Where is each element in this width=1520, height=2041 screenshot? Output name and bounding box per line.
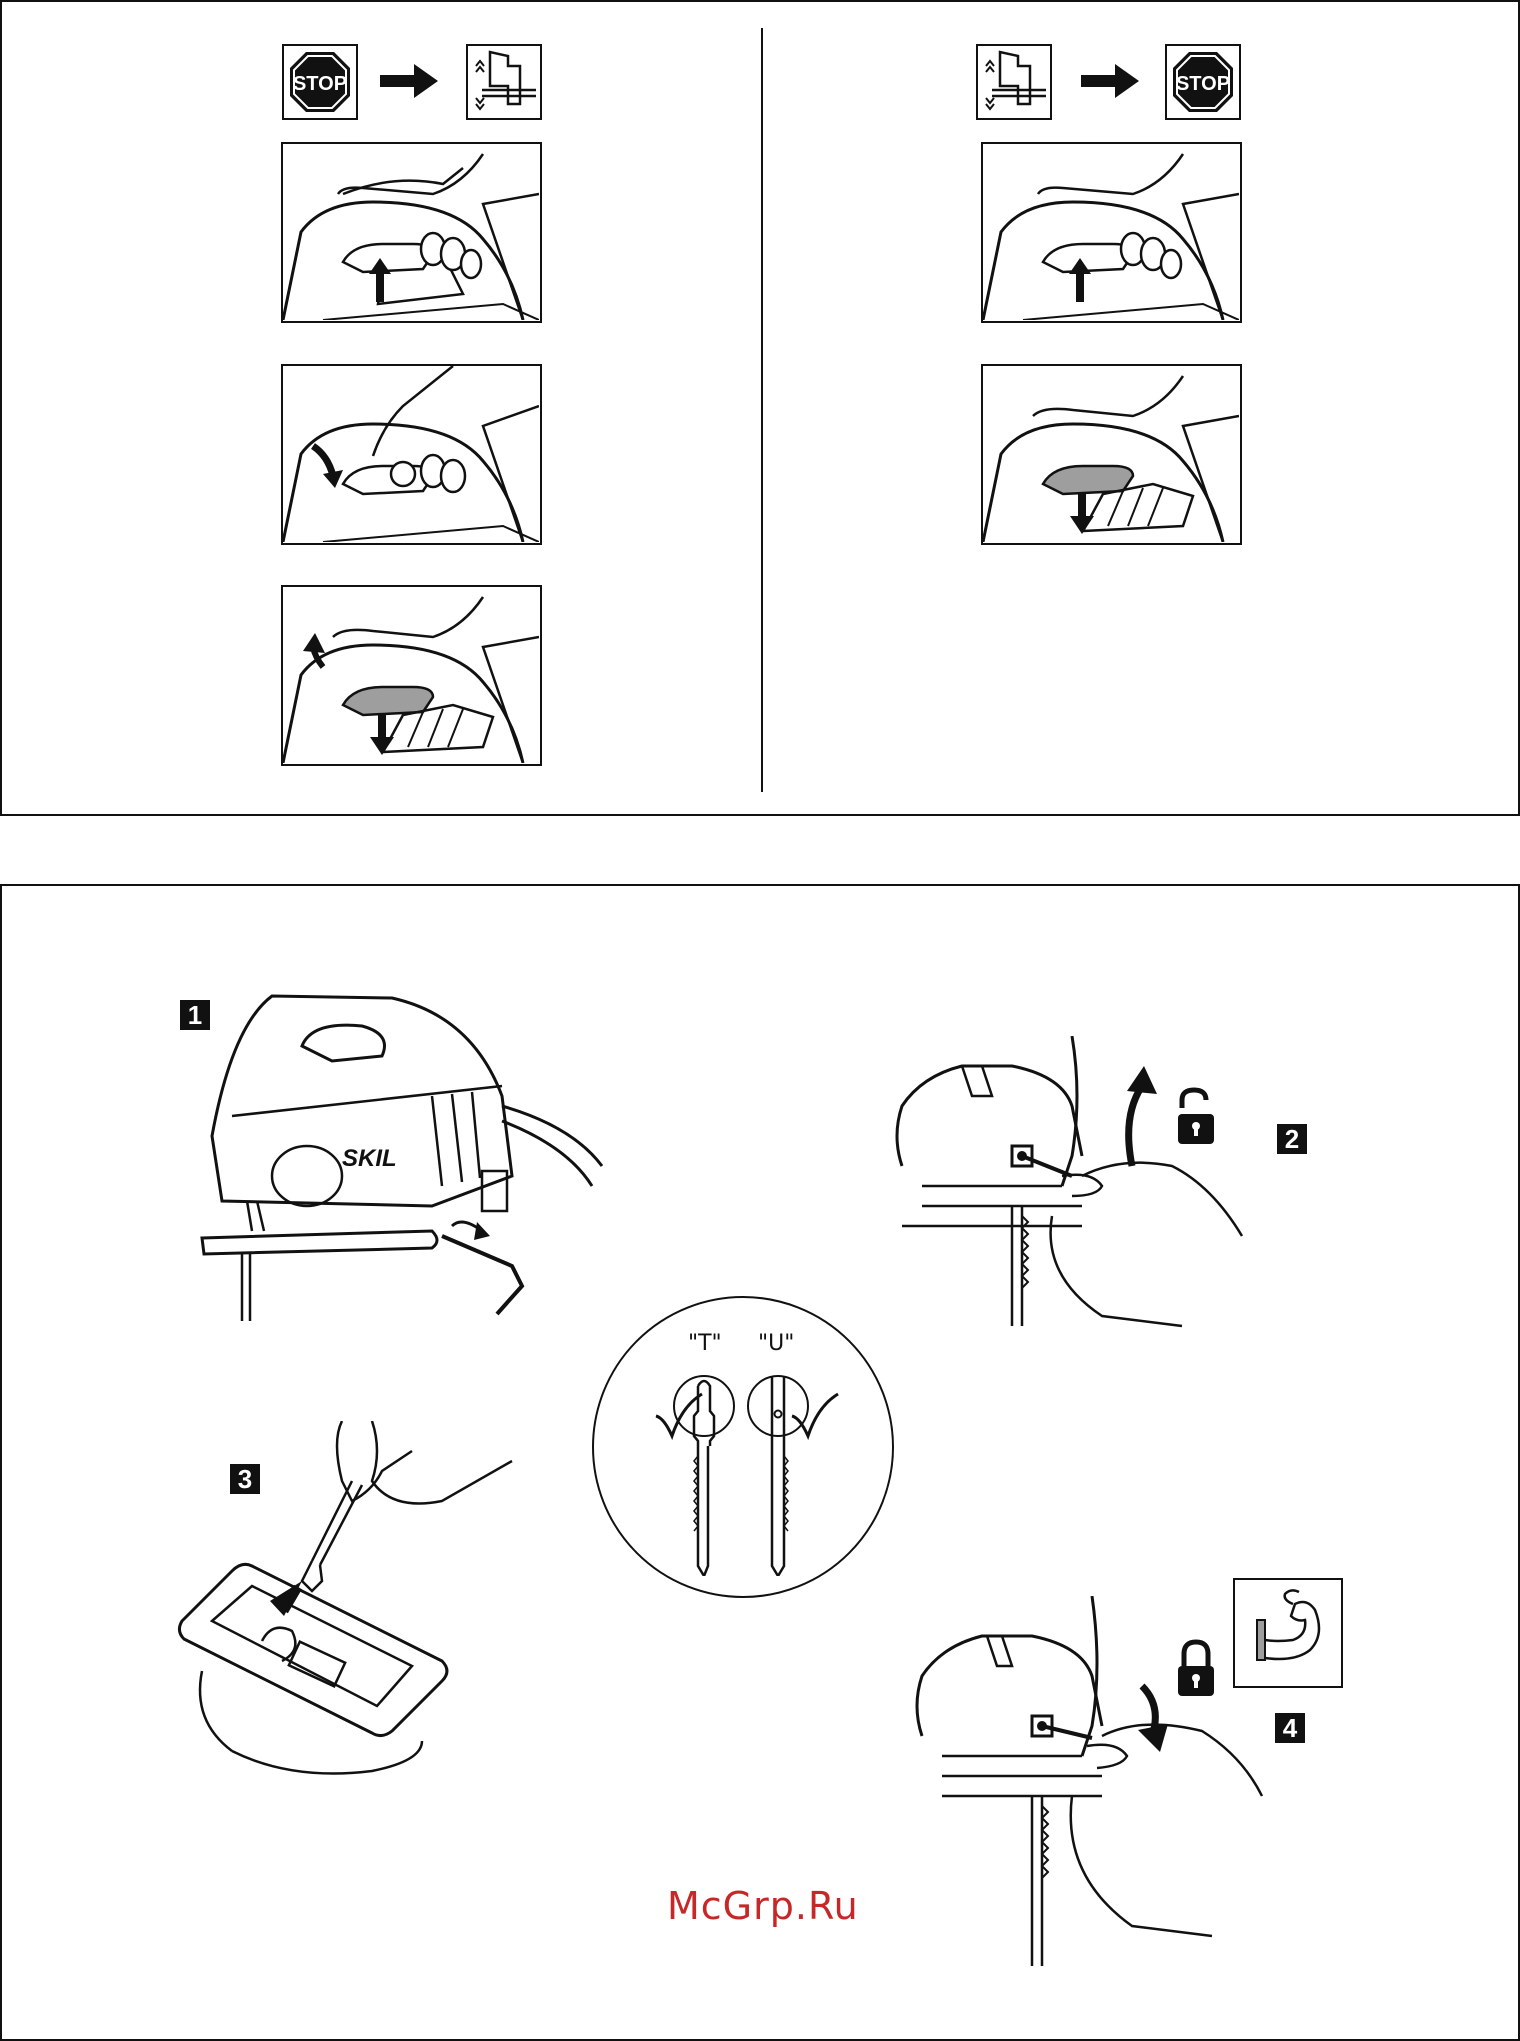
illustration-press-trigger-left [281, 142, 542, 323]
jigsaw-icon: SKIL [192, 986, 622, 1326]
lock-on-switch-icon [978, 46, 1050, 118]
arrow-right-icon [380, 64, 438, 98]
watermark-text: McGrp.Ru [667, 1884, 859, 1928]
illustration-press-trigger-right [981, 142, 1242, 323]
stop-sign-box-left: STOP [282, 44, 358, 120]
illustration-press-lock-left [281, 364, 542, 545]
illustration-lock-clamp [912, 1596, 1352, 1976]
illustration-release-right [981, 364, 1242, 545]
mode-box-right [976, 44, 1052, 120]
lock-on-switch-icon [468, 46, 540, 118]
illustration-release-left [281, 585, 542, 766]
stop-sign-text: STOP [1176, 73, 1230, 95]
svg-text:SKIL: SKIL [342, 1145, 397, 1172]
stop-sign-icon: STOP [1167, 46, 1239, 118]
illustration-unlock-clamp [882, 1036, 1342, 1376]
column-divider [761, 28, 763, 792]
blade-comparison-illustration [642, 1356, 842, 1576]
arrow-right-icon [1081, 64, 1139, 98]
t-shank-label: "T" [688, 1331, 722, 1356]
u-shank-label: "U" [758, 1331, 794, 1356]
top-panel: STOP [0, 0, 1520, 816]
stop-sign-text: STOP [293, 73, 347, 95]
stop-sign-icon: STOP [284, 46, 356, 118]
bottom-panel: 1 SKIL McGrp.Ru 2 [0, 884, 1520, 2041]
illustration-insert-blade [172, 1421, 532, 1781]
mode-box-left [466, 44, 542, 120]
stop-sign-box-right: STOP [1165, 44, 1241, 120]
